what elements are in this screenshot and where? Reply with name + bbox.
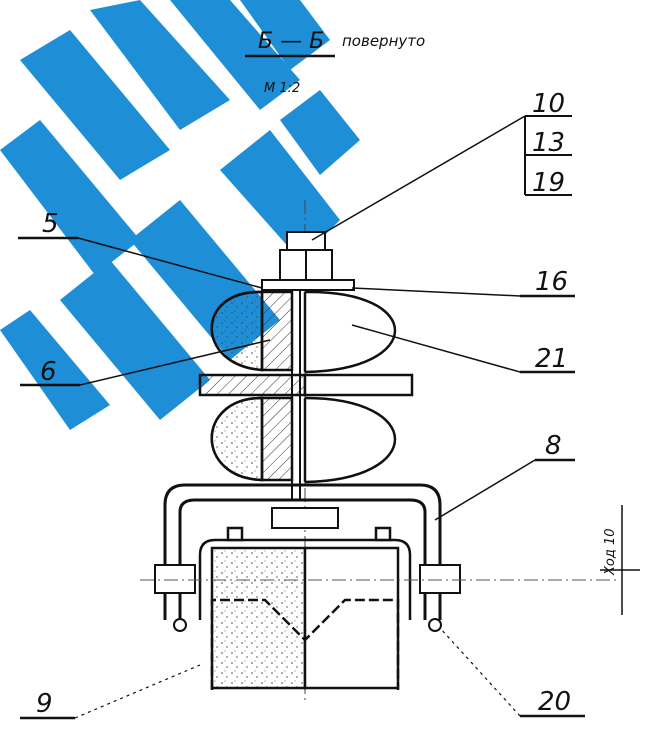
scale-label: М 1:2 xyxy=(264,81,300,96)
watermark-logo xyxy=(0,0,360,430)
channel-holder xyxy=(198,526,412,690)
lower-nut xyxy=(271,507,339,529)
callout-21: 21 xyxy=(535,344,568,374)
callout-6: 6 xyxy=(40,357,57,387)
callout-block-10-13-19 xyxy=(311,115,572,241)
leader-lines xyxy=(18,236,585,720)
lower-bellows xyxy=(210,396,397,484)
callout-8: 8 xyxy=(545,431,562,461)
section-title: Б — Б xyxy=(258,29,324,54)
callout-19: 19 xyxy=(532,168,565,198)
middle-ring xyxy=(198,373,414,397)
stroke-label: Ход 10 xyxy=(603,528,618,576)
u-bracket xyxy=(163,483,442,620)
upper-bellows xyxy=(210,290,397,374)
callout-20: 20 xyxy=(538,687,571,717)
callout-16: 16 xyxy=(535,267,568,297)
stroke-dimension xyxy=(600,505,640,615)
callout-13: 13 xyxy=(532,128,565,158)
side-pins xyxy=(154,564,461,632)
bolt-assembly xyxy=(261,231,355,291)
section-note: повернуто xyxy=(342,32,425,50)
callout-5: 5 xyxy=(42,209,59,239)
callout-10: 10 xyxy=(532,89,565,119)
title-block: Б — Б повернуто М 1:2 xyxy=(245,29,425,96)
callout-9: 9 xyxy=(36,689,53,719)
